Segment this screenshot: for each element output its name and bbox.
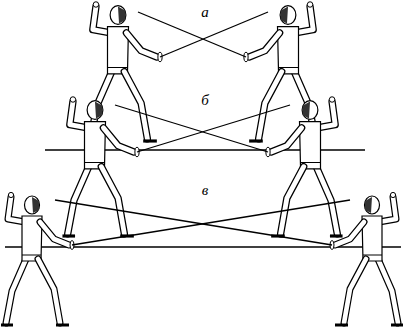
limb-fill <box>344 259 366 323</box>
shoe <box>62 234 75 237</box>
limb-outline <box>6 259 26 323</box>
fencer <box>266 97 343 236</box>
limb-fill <box>101 167 124 234</box>
limb-fill <box>103 128 133 152</box>
limb-outline <box>124 72 147 139</box>
head <box>110 6 126 25</box>
limb-fill <box>378 259 398 323</box>
mask-mesh <box>303 102 310 119</box>
limb-outline <box>259 72 282 139</box>
hand <box>93 2 98 7</box>
hand <box>329 97 334 102</box>
blade <box>72 200 350 245</box>
limb-fill <box>316 167 337 234</box>
hand <box>70 97 75 102</box>
belt <box>363 255 382 256</box>
limb-fill <box>6 259 26 323</box>
shoe <box>249 139 263 142</box>
hand <box>307 2 312 7</box>
limb-outline <box>103 128 133 152</box>
limb-outline <box>101 167 124 234</box>
head <box>25 196 40 214</box>
limb-fill <box>259 72 282 139</box>
limb-fill <box>124 72 147 139</box>
fencer <box>330 192 403 325</box>
limb-outline <box>335 222 364 245</box>
limb-fill <box>335 222 364 245</box>
limb-outline <box>126 33 156 57</box>
fencer <box>1 192 74 325</box>
shoe <box>143 139 157 142</box>
limb-fill <box>40 222 69 245</box>
blade <box>160 12 268 57</box>
hand <box>8 192 13 197</box>
limb-fill <box>68 167 89 234</box>
mask-mesh <box>95 102 102 119</box>
limb-fill <box>271 128 301 152</box>
shoe <box>56 324 69 327</box>
belt <box>108 67 128 68</box>
mask-mesh <box>118 7 125 24</box>
blade <box>138 12 246 57</box>
mask-mesh <box>365 197 372 213</box>
blade <box>115 105 268 152</box>
limb-outline <box>40 222 69 245</box>
shoe <box>330 234 343 237</box>
position-letter: б <box>199 93 211 108</box>
position-letter: в <box>200 183 211 198</box>
belt <box>85 162 105 163</box>
limb-fill <box>249 33 279 57</box>
shoe <box>335 324 348 327</box>
limb-fill <box>38 259 60 323</box>
head <box>280 6 296 25</box>
limb-outline <box>344 259 366 323</box>
shoe <box>391 324 403 327</box>
limb-outline <box>316 167 337 234</box>
hand <box>390 192 395 197</box>
fencer <box>62 97 139 236</box>
mask-mesh <box>32 197 39 213</box>
limb-fill <box>126 33 156 57</box>
head <box>365 196 380 214</box>
limb-outline <box>68 167 89 234</box>
limb-outline <box>249 33 279 57</box>
position-letter: а <box>199 5 211 20</box>
shoe <box>1 324 13 327</box>
limb-outline <box>378 259 398 323</box>
belt <box>22 255 41 256</box>
head <box>87 101 103 120</box>
belt <box>279 67 299 68</box>
mask-mesh <box>281 7 288 24</box>
belt <box>301 162 321 163</box>
fencer <box>244 2 321 141</box>
limb-outline <box>38 259 60 323</box>
blade <box>137 105 290 152</box>
fencer <box>85 2 162 141</box>
limb-outline <box>271 128 301 152</box>
head <box>302 101 318 120</box>
limb-fill <box>281 167 304 234</box>
limb-outline <box>281 167 304 234</box>
blade <box>55 200 332 245</box>
